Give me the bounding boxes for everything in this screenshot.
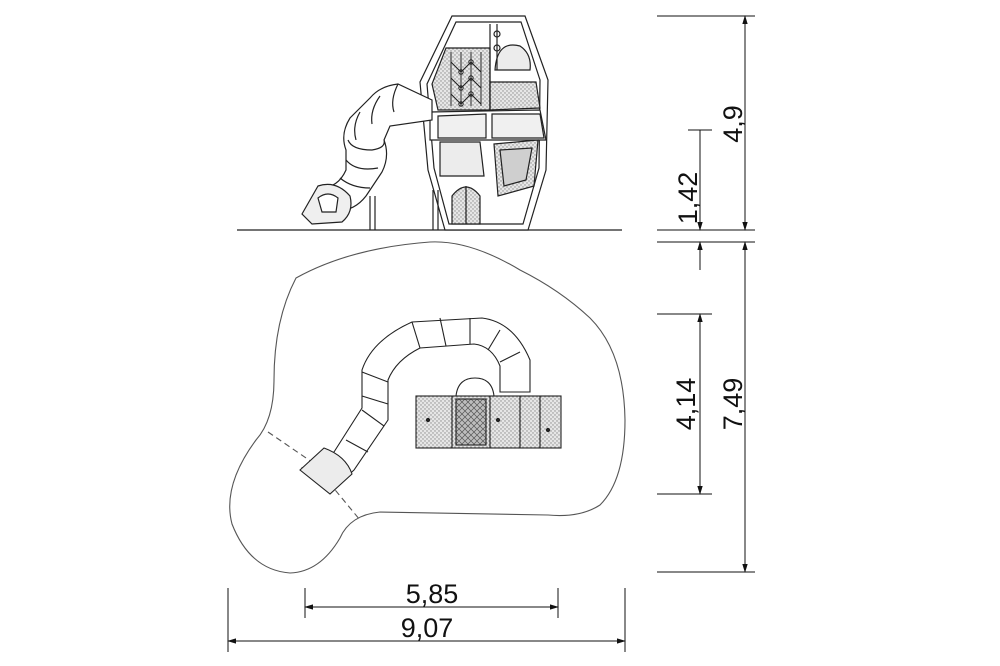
dimension-lines <box>227 15 755 652</box>
label-platform-height: 1,42 <box>673 172 703 225</box>
plan-view <box>229 241 626 574</box>
label-total-height: 4,9 <box>718 105 748 143</box>
upper-right-panel <box>489 81 541 111</box>
plan-dome <box>455 377 495 397</box>
label-equipment-depth: 4,14 <box>671 378 701 431</box>
plan-slide-exit <box>299 447 353 495</box>
tube-slide-plan <box>299 317 531 495</box>
climbing-net <box>450 52 482 107</box>
top-dome <box>494 44 531 71</box>
label-equipment-width: 5,85 <box>406 579 459 609</box>
lower-left-panel <box>439 141 485 177</box>
tower-platform-plan <box>415 377 562 449</box>
label-safety-width: 9,07 <box>401 613 454 643</box>
plan-net-panel <box>455 398 487 446</box>
safety-zone-outline <box>229 241 626 574</box>
tube-slide-elevation <box>301 83 433 225</box>
dimension-labels: 4,9 1,42 4,14 7,49 5,85 9,07 <box>401 105 748 643</box>
label-safety-depth: 7,49 <box>718 378 748 431</box>
front-elevation <box>237 15 622 231</box>
lower-shutter <box>499 147 533 187</box>
plan-deck <box>415 395 562 449</box>
